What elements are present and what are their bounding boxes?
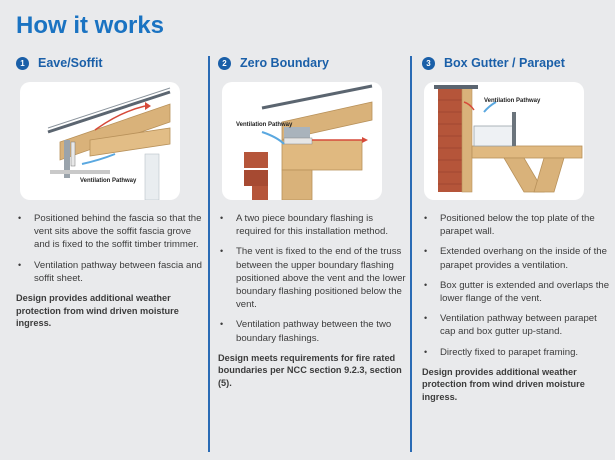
list-item: •The vent is fixed to the end of the tru… xyxy=(220,246,406,311)
column-header: 2 Zero Boundary xyxy=(218,52,406,74)
column-zero-boundary: 2 Zero Boundary Ventilation Pathway •A t… xyxy=(218,52,406,390)
list-item: •Positioned below the top plate of the p… xyxy=(424,213,595,238)
step-number-badge: 2 xyxy=(218,56,231,70)
column-header: 1 Eave/Soffit xyxy=(16,52,204,74)
page-title: How it works xyxy=(16,12,165,39)
list-item: •Ventilation pathway between parapet cap… xyxy=(424,313,597,338)
list-item: •Directly fixed to parapet framing. xyxy=(424,346,579,358)
list-item: •A two piece boundary flashing is requir… xyxy=(220,213,388,238)
column-box-gutter-parapet: 3 Box Gutter / Parapet Ventilation Pathw… xyxy=(422,52,610,404)
diagram-eave-soffit: Ventilation Pathway xyxy=(20,82,180,200)
column-divider xyxy=(208,56,210,452)
column-title: Zero Boundary xyxy=(240,56,329,70)
ventilation-pathway-label: Ventilation Pathway xyxy=(80,178,137,184)
column-divider xyxy=(410,56,412,452)
bullet-list: •Positioned below the top plate of the p… xyxy=(422,212,610,359)
design-note: Design meets requirements for fire rated… xyxy=(218,352,402,389)
design-note: Design provides additional weather prote… xyxy=(16,293,179,329)
column-eave-soffit: 1 Eave/Soffit Ventilation Pathway •Posit… xyxy=(16,52,204,330)
list-item: •Ventilation pathway between the two bou… xyxy=(220,319,392,344)
step-number-badge: 1 xyxy=(16,56,29,70)
zero-boundary-illustration: Ventilation Pathway xyxy=(236,84,373,200)
list-item: •Box gutter is extended and overlaps the… xyxy=(424,279,610,305)
bullet-list: •A two piece boundary flashing is requir… xyxy=(218,212,406,345)
list-item: •Extended overhang on the inside of the … xyxy=(424,246,607,271)
step-number-badge: 3 xyxy=(422,56,435,70)
list-item: •Positioned behind the fascia so that th… xyxy=(18,213,202,251)
column-header: 3 Box Gutter / Parapet xyxy=(422,52,610,74)
bullet-list: •Positioned behind the fascia so that th… xyxy=(16,212,204,285)
list-item: •Ventilation pathway between fascia and … xyxy=(18,259,203,284)
ventilation-pathway-label: Ventilation Pathway xyxy=(484,98,541,104)
diagram-zero-boundary: Ventilation Pathway xyxy=(222,82,382,200)
ventilation-pathway-label: Ventilation Pathway xyxy=(236,122,293,128)
box-gutter-illustration: Ventilation Pathway xyxy=(434,85,583,193)
diagram-box-gutter-parapet: Ventilation Pathway xyxy=(424,82,584,200)
column-title: Box Gutter / Parapet xyxy=(444,56,565,70)
design-note: Design provides additional weather prote… xyxy=(422,366,585,403)
eave-soffit-illustration: Ventilation Pathway xyxy=(47,87,171,200)
column-title: Eave/Soffit xyxy=(38,56,103,70)
